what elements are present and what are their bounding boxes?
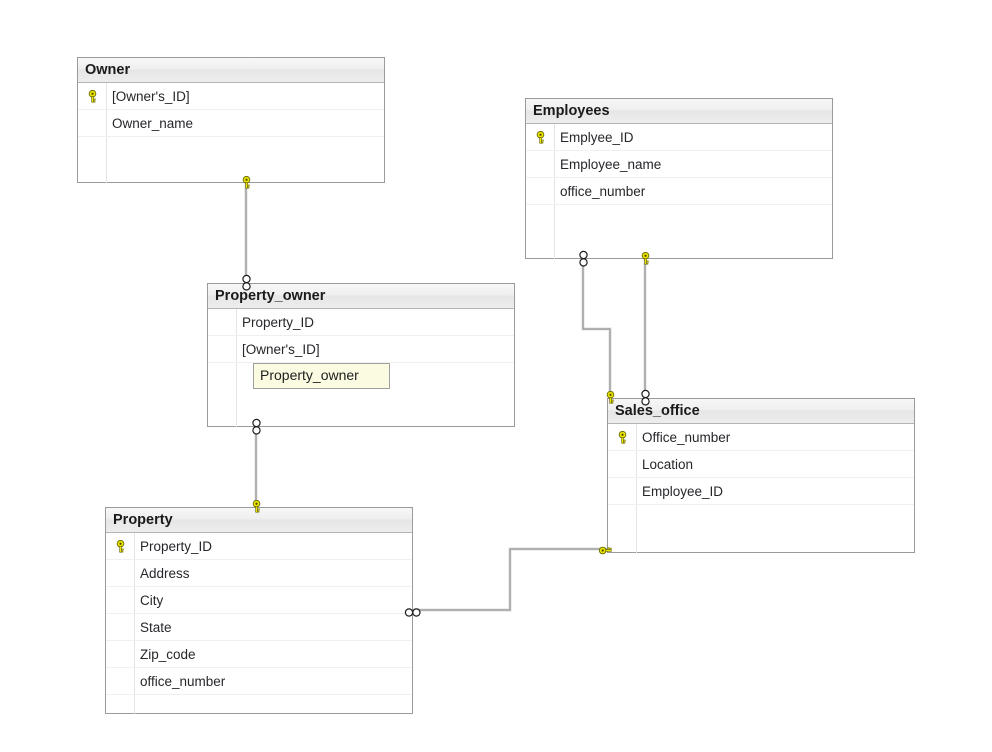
attribute-row[interactable]: [Owner's_ID] — [78, 83, 384, 110]
attribute-name: [Owner's_ID] — [242, 341, 320, 357]
attribute-icon-slot — [106, 560, 134, 586]
attribute-name: [Owner's_ID] — [112, 88, 190, 104]
attribute-row[interactable]: Location — [608, 451, 914, 478]
attribute-name: Address — [140, 565, 190, 581]
relationship-endpoint-many-icon-from — [578, 250, 589, 273]
attribute-row[interactable]: Employee_ID — [608, 478, 914, 505]
attribute-name: City — [140, 592, 164, 608]
entity-title-owner: Owner — [78, 58, 384, 83]
attribute-icon-slot — [106, 668, 134, 694]
attribute-icon-slot — [78, 110, 106, 136]
key-icon — [106, 533, 134, 559]
attribute-row[interactable]: office_number — [106, 668, 412, 695]
attribute-name: Property_ID — [242, 314, 315, 330]
key-icon — [526, 124, 554, 150]
attribute-row[interactable]: State — [106, 614, 412, 641]
attribute-icon-slot — [208, 309, 236, 335]
entity-title-employees: Employees — [526, 99, 832, 124]
attribute-list-employees: Emplyee_ID Employee_name office_number — [526, 124, 832, 259]
attribute-name: Zip_code — [140, 646, 196, 662]
attribute-row[interactable]: Owner_name — [78, 110, 384, 137]
entity-table-owner[interactable]: Owner [Owner's_ID] Owner_name — [77, 57, 385, 183]
attribute-name: Property_ID — [140, 538, 213, 554]
key-icon — [78, 83, 106, 109]
relationship-endpoint-key-icon-horizontal-to — [599, 544, 612, 557]
relationship-endpoint-key-icon-from — [241, 176, 252, 189]
attribute-icon-slot — [608, 451, 636, 477]
attribute-name: office_number — [560, 183, 646, 199]
relationship-endpoint-many-icon-horizontal-from — [404, 605, 422, 623]
attribute-row[interactable]: Address — [106, 560, 412, 587]
relationship-endpoint-many-icon-from — [251, 418, 262, 441]
relationship-line-employees-to-sales-office-a[interactable] — [582, 259, 611, 398]
attribute-icon-slot — [608, 478, 636, 504]
attribute-name: State — [140, 619, 172, 635]
attribute-list-owner: [Owner's_ID] Owner_name — [78, 83, 384, 183]
relationship-endpoint-many-icon-to — [241, 274, 252, 297]
relationship-endpoint-many-icon-to — [640, 389, 651, 412]
key-icon — [608, 424, 636, 450]
attribute-name: office_number — [140, 673, 226, 689]
attribute-row[interactable]: Zip_code — [106, 641, 412, 668]
attribute-row[interactable]: Employee_name — [526, 151, 832, 178]
entity-title-property_owner: Property_owner — [208, 284, 514, 309]
attribute-icon-slot — [208, 336, 236, 362]
attribute-name: Emplyee_ID — [560, 129, 634, 145]
relationship-endpoint-key-icon-from — [640, 252, 651, 265]
attribute-row[interactable]: Emplyee_ID — [526, 124, 832, 151]
attribute-icon-slot — [106, 587, 134, 613]
relationship-endpoint-key-icon-to — [605, 391, 616, 404]
relationship-endpoint-key-icon-to — [251, 500, 262, 513]
attribute-name: Owner_name — [112, 115, 194, 131]
attribute-name: Employee_ID — [642, 483, 724, 499]
attribute-row[interactable]: City — [106, 587, 412, 614]
entity-title-property: Property — [106, 508, 412, 533]
attribute-icon-slot — [106, 614, 134, 640]
attribute-name: Employee_name — [560, 156, 662, 172]
attribute-name: Location — [642, 456, 694, 472]
attribute-row[interactable]: Property_ID — [208, 309, 514, 336]
attribute-row[interactable]: Office_number — [608, 424, 914, 451]
attribute-row[interactable]: office_number — [526, 178, 832, 205]
attribute-icon-slot — [526, 178, 554, 204]
attribute-row[interactable]: Property_ID — [106, 533, 412, 560]
entity-title-sales_office: Sales_office — [608, 399, 914, 424]
attribute-row[interactable]: [Owner's_ID] — [208, 336, 514, 363]
relationship-line-property-to-sales-office[interactable] — [413, 548, 607, 611]
attribute-name: Office_number — [642, 429, 731, 445]
tooltip-property-owner: Property_owner — [253, 363, 390, 389]
attribute-icon-slot — [526, 151, 554, 177]
attribute-icon-slot — [106, 641, 134, 667]
